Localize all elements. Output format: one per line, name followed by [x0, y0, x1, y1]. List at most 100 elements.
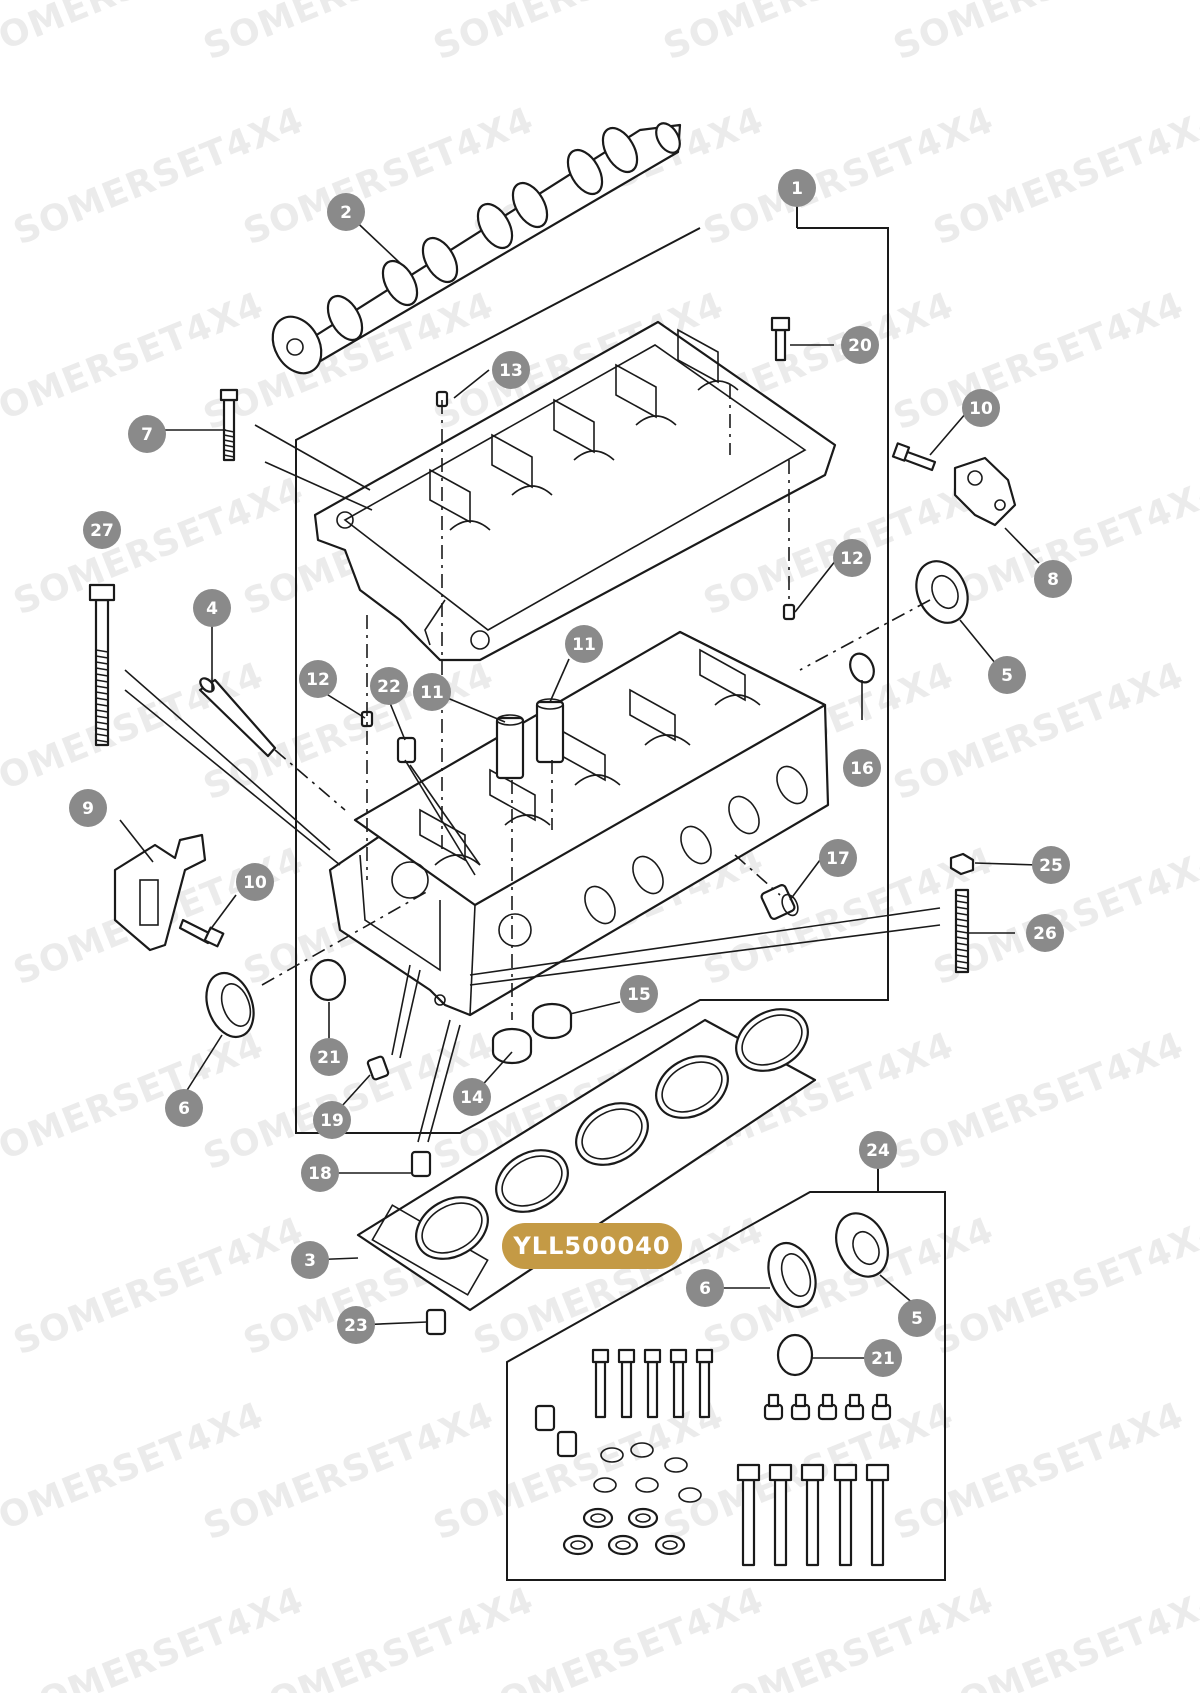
- cylinder-head-assembly-frame: [295, 227, 889, 1134]
- plug-21-kit: [776, 1333, 814, 1377]
- callout-label: 21: [871, 1349, 895, 1369]
- callout-label: 8: [1047, 570, 1059, 590]
- callout-2: 2: [327, 193, 365, 231]
- bolt-20: [770, 316, 791, 362]
- plug-21-lower: [309, 958, 347, 1002]
- part-number: YLL500040: [512, 1232, 670, 1260]
- camshaft-carrier: [313, 320, 837, 662]
- callout-16: 16: [843, 749, 881, 787]
- callout-label: 1: [791, 179, 803, 199]
- callout-4: 4: [193, 589, 231, 627]
- callout-label: 3: [304, 1251, 316, 1271]
- sleeve-22: [396, 736, 417, 764]
- cup-14: [491, 1027, 533, 1065]
- callout-label: 22: [377, 677, 401, 697]
- callout-21: 21: [864, 1339, 902, 1377]
- cylinder-head: [328, 630, 830, 1017]
- assembly-guide-lines: [261, 385, 931, 1020]
- callout-layer: 1234556678910101111121213141516171819202…: [69, 169, 1072, 1377]
- callout-19: 19: [313, 1101, 351, 1139]
- plug-16: [849, 652, 875, 684]
- callout-6: 6: [686, 1269, 724, 1307]
- callout-3: 3: [291, 1241, 329, 1279]
- callout-12: 12: [833, 539, 871, 577]
- callout-22: 22: [370, 667, 408, 705]
- callout-label: 7: [141, 425, 153, 445]
- stud-26: [954, 888, 970, 974]
- callout-11: 11: [565, 625, 603, 663]
- callout-label: 18: [308, 1164, 332, 1184]
- bolt-7: [219, 388, 239, 462]
- dowel-19: [366, 1055, 390, 1081]
- callout-label: 12: [840, 549, 864, 569]
- tappet-11-left: [495, 714, 525, 780]
- callout-14: 14: [453, 1078, 491, 1116]
- callout-7: 7: [128, 415, 166, 453]
- callout-label: 20: [848, 336, 872, 356]
- bracket-8: [953, 456, 1017, 527]
- callout-label: 17: [826, 849, 850, 869]
- callout-11: 11: [413, 673, 451, 711]
- callout-label: 15: [627, 985, 651, 1005]
- callout-17: 17: [819, 839, 857, 877]
- seal-6-lower: [205, 971, 255, 1039]
- callout-label: 24: [866, 1141, 890, 1161]
- bracket-9: [113, 833, 207, 952]
- callout-12: 12: [299, 660, 337, 698]
- callout-10: 10: [236, 863, 274, 901]
- callout-18: 18: [301, 1154, 339, 1192]
- callout-label: 19: [320, 1111, 344, 1131]
- cup-15: [531, 1002, 573, 1040]
- nut-25: [949, 852, 975, 876]
- callout-label: 14: [460, 1088, 484, 1108]
- callout-15: 15: [620, 975, 658, 1013]
- callout-27: 27: [83, 511, 121, 549]
- callout-21: 21: [310, 1038, 348, 1076]
- bolt-27: [88, 583, 116, 747]
- bolt-10-lower: [178, 918, 225, 948]
- callout-8: 8: [1034, 560, 1072, 598]
- callout-label: 13: [499, 361, 523, 381]
- watermark-text: SOMERSET4X4: [8, 1580, 309, 1693]
- seal-6-kit: [767, 1241, 817, 1309]
- callout-23: 23: [337, 1306, 375, 1344]
- callout-label: 27: [90, 521, 114, 541]
- callout-label: 5: [1001, 666, 1013, 686]
- callout-25: 25: [1032, 846, 1070, 884]
- part-number-badge: YLL500040: [502, 1223, 682, 1269]
- callout-label: 4: [206, 599, 218, 619]
- callout-10: 10: [962, 389, 1000, 427]
- callout-5: 5: [988, 656, 1026, 694]
- head-gasket: [356, 1008, 817, 1312]
- callout-label: 21: [317, 1048, 341, 1068]
- bolt-10-upper: [891, 442, 937, 472]
- glow-plug-4: [198, 677, 277, 758]
- dowel-12-right: [782, 603, 796, 621]
- camshaft: [271, 122, 682, 375]
- callout-label: 10: [969, 399, 993, 419]
- callout-26: 26: [1026, 914, 1064, 952]
- sleeve-23: [425, 1308, 447, 1336]
- callout-5: 5: [898, 1299, 936, 1337]
- gasket-set-fasteners: [534, 1348, 892, 1567]
- callout-label: 11: [420, 683, 444, 703]
- callout-label: 6: [178, 1099, 190, 1119]
- callout-13: 13: [492, 351, 530, 389]
- callout-label: 9: [82, 799, 94, 819]
- callout-label: 11: [572, 635, 596, 655]
- callout-label: 10: [243, 873, 267, 893]
- callout-24: 24: [859, 1131, 897, 1169]
- seal-5-upper: [915, 560, 969, 624]
- seal-5-kit: [835, 1212, 889, 1278]
- callout-label: 16: [850, 759, 874, 779]
- callout-label: 26: [1033, 924, 1057, 944]
- callout-label: 23: [344, 1316, 368, 1336]
- gasket-set-frame: [506, 1191, 946, 1581]
- plug-17: [760, 884, 799, 920]
- callout-9: 9: [69, 789, 107, 827]
- callout-label: 25: [1039, 856, 1063, 876]
- callout-20: 20: [841, 326, 879, 364]
- callout-1: 1: [778, 169, 816, 207]
- callout-label: 12: [306, 670, 330, 690]
- callout-label: 6: [699, 1279, 711, 1299]
